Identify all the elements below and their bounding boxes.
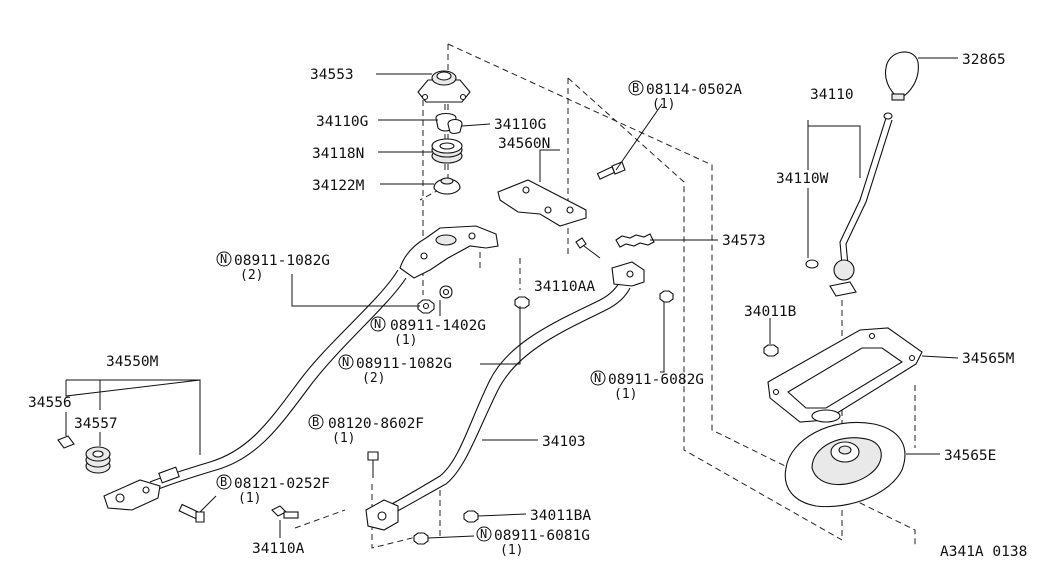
- label-08911-1402g: 08911-1402G: [390, 318, 486, 334]
- label-34110a: 34110A: [252, 541, 305, 557]
- label-34110aa: 34110AA: [534, 279, 595, 295]
- label-34560n: 34560N: [498, 136, 550, 152]
- end-fitting-34550m: [103, 466, 180, 511]
- label-34103: 34103: [542, 434, 586, 450]
- label-08121-0252f: 08121-0252F: [234, 476, 330, 492]
- spring-34573: [615, 233, 655, 248]
- callout-08911-1082g-b: N 08911-1082G (2): [338, 354, 452, 386]
- prefix-nut: N: [594, 371, 601, 385]
- spring-34557: [85, 446, 111, 474]
- prefix-bolt: B: [632, 81, 639, 95]
- nut-08911-1082g-a: [417, 299, 435, 314]
- label-34011ba: 34011BA: [530, 508, 591, 524]
- base-plate-34565m: [767, 327, 923, 423]
- callout-08911-1402g: N 08911-1402G (1): [370, 316, 486, 348]
- prefix-nut: N: [220, 252, 227, 266]
- label-08911-6081g: 08911-6081G: [494, 528, 590, 544]
- label-34110w: 34110W: [776, 171, 829, 187]
- label-32865: 32865: [962, 52, 1006, 68]
- label-34557: 34557: [74, 416, 118, 432]
- pin-34556: [57, 435, 75, 449]
- rod-34103: [383, 277, 631, 517]
- nut-34011b: [763, 344, 779, 357]
- callout-08121: B 08121-0252F (1): [216, 474, 330, 506]
- label-08120-8602f: 08120-8602F: [328, 416, 424, 432]
- label-34118n: 34118N: [312, 146, 364, 162]
- label-08911-1082g-a: 08911-1082G: [234, 253, 330, 269]
- bolt-34110aa: [575, 237, 601, 259]
- callout-08911-1082g-a: N 08911-1082G (2): [216, 251, 330, 283]
- qty-08911-1082g-b: (2): [362, 371, 385, 386]
- bolt-34110a: [271, 505, 299, 519]
- callout-08911-6082g: N 08911-6082G (1): [590, 370, 704, 402]
- label-34550m: 34550M: [106, 354, 159, 370]
- prefix-bolt: B: [220, 475, 227, 489]
- bolt-08120: [367, 451, 379, 478]
- nut-08911-1402g: [439, 285, 453, 299]
- label-34573: 34573: [722, 233, 766, 249]
- rod-34550m: [149, 269, 407, 491]
- bushing-34110g: [435, 112, 463, 135]
- bracket-34560n: [497, 179, 587, 227]
- spring-34118n: [431, 138, 463, 164]
- label-08114-0502a: 08114-0502A: [646, 82, 742, 98]
- seal-34110w: [805, 259, 819, 269]
- prefix-nut: N: [342, 355, 349, 369]
- rod-clevis-lower: [365, 499, 399, 531]
- qty-08911-1082g-a: (2): [240, 268, 263, 283]
- label-34011b: 34011B: [744, 304, 797, 320]
- callout-08114: B 08114-0502A (1): [628, 80, 742, 112]
- label-34565m: 34565M: [962, 351, 1015, 367]
- label-34553: 34553: [310, 67, 354, 83]
- label-34110: 34110: [810, 87, 854, 103]
- seat-34122m: [433, 177, 461, 195]
- prefix-bolt: B: [312, 415, 319, 429]
- shift-lever-34110: [829, 112, 893, 297]
- nut-08911-1082g-b: [514, 296, 530, 309]
- reference-code: A341A 0138: [940, 544, 1027, 560]
- callout-08120: B 08120-8602F (1): [308, 414, 424, 446]
- callout-08911-6081g: N 08911-6081G (1): [476, 526, 590, 558]
- bolt-08114: [596, 161, 626, 180]
- nut-08911-6081g: [413, 532, 429, 545]
- nut-34011ba: [463, 510, 479, 523]
- qty-08911-1402g: (1): [394, 333, 417, 348]
- boot-34565e: [784, 422, 906, 508]
- part-labels: 34553 34110G 34110G 34118N 34122M 34560N…: [28, 52, 1027, 560]
- tower-cap-34553: [417, 70, 471, 103]
- leader-lines: [65, 57, 959, 539]
- label-08911-1082g-b: 08911-1082G: [356, 356, 452, 372]
- label-34110g-right: 34110G: [494, 117, 546, 133]
- qty-08114: (1): [652, 97, 675, 112]
- label-08911-6082g: 08911-6082G: [608, 372, 704, 388]
- qty-08120: (1): [332, 431, 355, 446]
- prefix-nut: N: [374, 317, 381, 331]
- prefix-nut: N: [480, 527, 487, 541]
- shift-knob-32865: [884, 51, 919, 101]
- qty-08911-6081g: (1): [500, 543, 523, 558]
- label-34110g-left: 34110G: [316, 114, 368, 130]
- rod-end-bracket: [611, 261, 645, 287]
- qty-08911-6082g: (1): [614, 387, 637, 402]
- label-34556: 34556: [28, 395, 72, 411]
- lever-bracket: [399, 225, 499, 279]
- label-34122m: 34122M: [312, 178, 365, 194]
- qty-08121: (1): [238, 491, 261, 506]
- nut-08911-6082g: [659, 290, 674, 303]
- bolt-08121: [178, 503, 205, 523]
- label-34565e: 34565E: [944, 448, 996, 464]
